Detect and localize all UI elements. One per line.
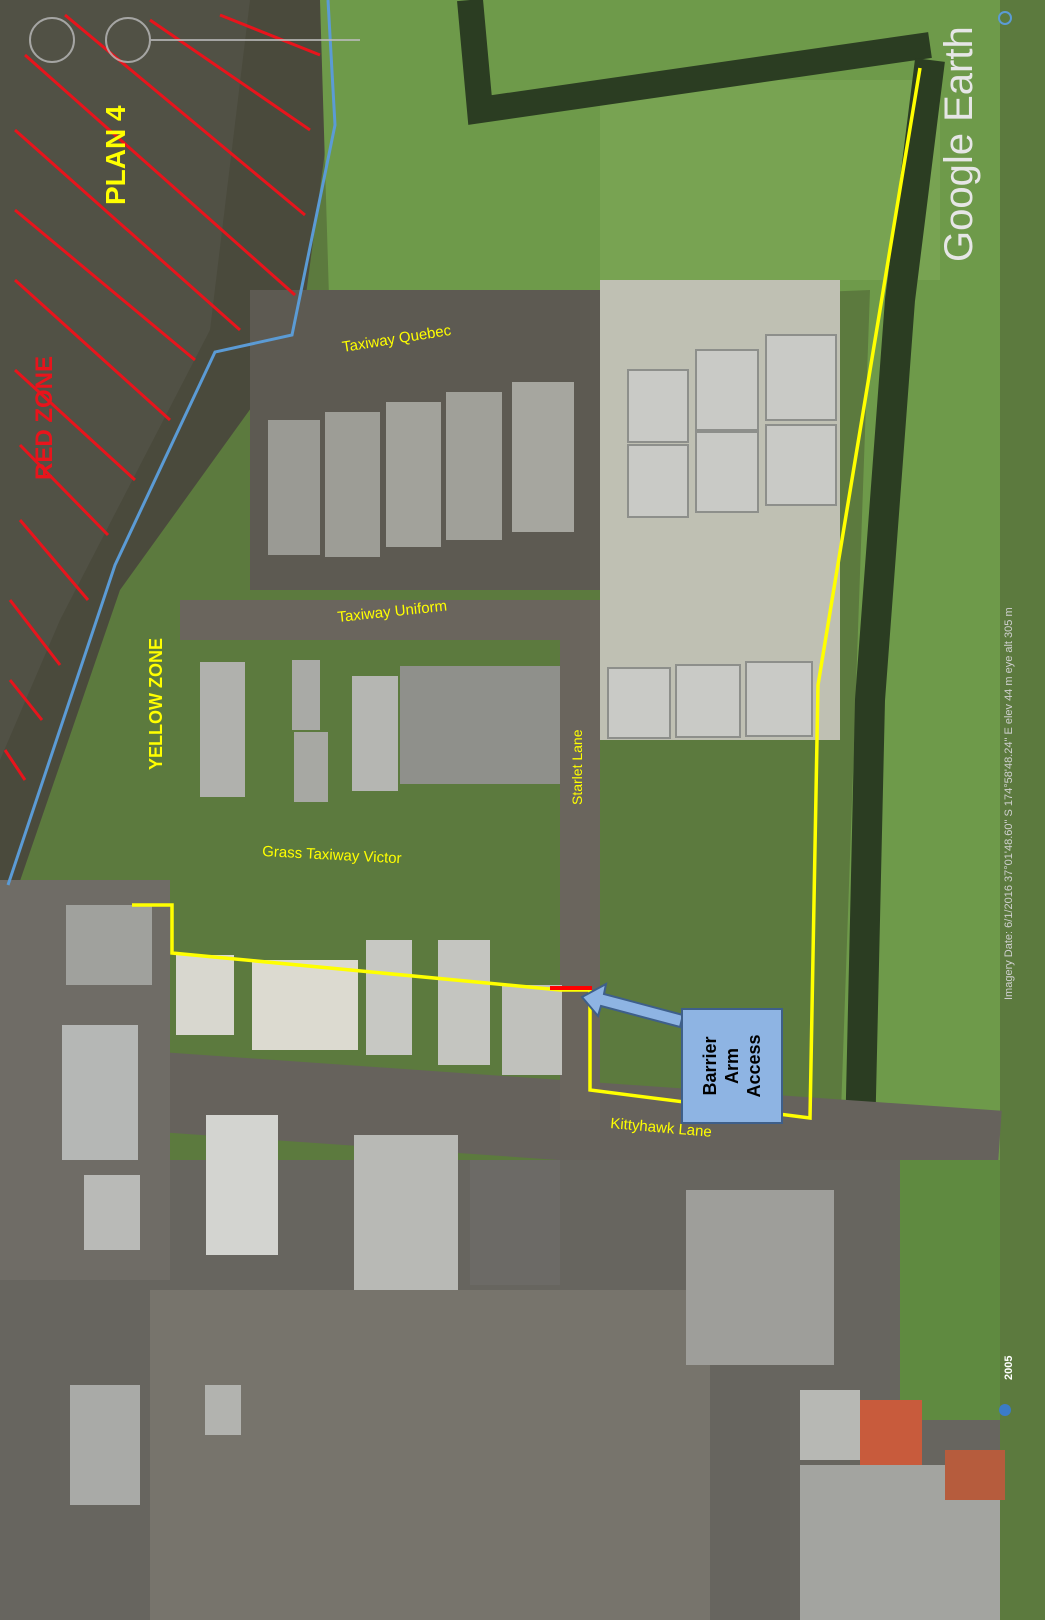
buildings-lower: [62, 1025, 1005, 1620]
barrier-arm-callout: Barrier Arm Access: [681, 1008, 783, 1124]
taxiway-uniform-surface: [180, 600, 610, 640]
red-zone-boundary: [6, 0, 337, 886]
hangar-row-uniform: [200, 660, 560, 802]
plan-label: PLAN 4: [100, 105, 131, 205]
hangar-grid-upper: [627, 334, 837, 518]
grass-lower-right: [900, 1160, 1000, 1420]
kittyhawk-lane-surface: [128, 1050, 1002, 1191]
hangar-grid-lower: [607, 661, 813, 739]
timeline-year: 2005: [1003, 1356, 1015, 1380]
callout-line-3: Access: [744, 1034, 764, 1098]
starlet-lane-surface: [560, 600, 600, 1120]
callout-line-1: Barrier: [700, 1036, 720, 1096]
globe-icon[interactable]: [999, 1404, 1011, 1416]
hangar-row-quebec: [268, 382, 574, 557]
imagery-status: Imagery Date: 6/1/2016 37°01'48.60" S 17…: [1003, 607, 1015, 1000]
hangar-row-kittyhawk: [66, 905, 562, 1075]
navigation-control[interactable]: [29, 17, 360, 63]
grass-paddock: [600, 80, 940, 280]
red-zone-label: RED ZONE: [31, 356, 58, 480]
nav-compass-icon[interactable]: [998, 11, 1012, 25]
parking-apron: [150, 1290, 710, 1620]
google-earth-logo: Google Earth: [937, 26, 981, 262]
red-zone-hatching: [3, 13, 321, 781]
starlet-lane-label: Starlet Lane: [569, 729, 585, 805]
hedge-right: [845, 58, 945, 1141]
callout-line-2: Arm: [722, 1048, 742, 1085]
yellow-zone-label: YELLOW ZONE: [146, 638, 166, 770]
hedge-top: [457, 0, 932, 125]
callout-text: Barrier Arm Access: [699, 1034, 765, 1097]
